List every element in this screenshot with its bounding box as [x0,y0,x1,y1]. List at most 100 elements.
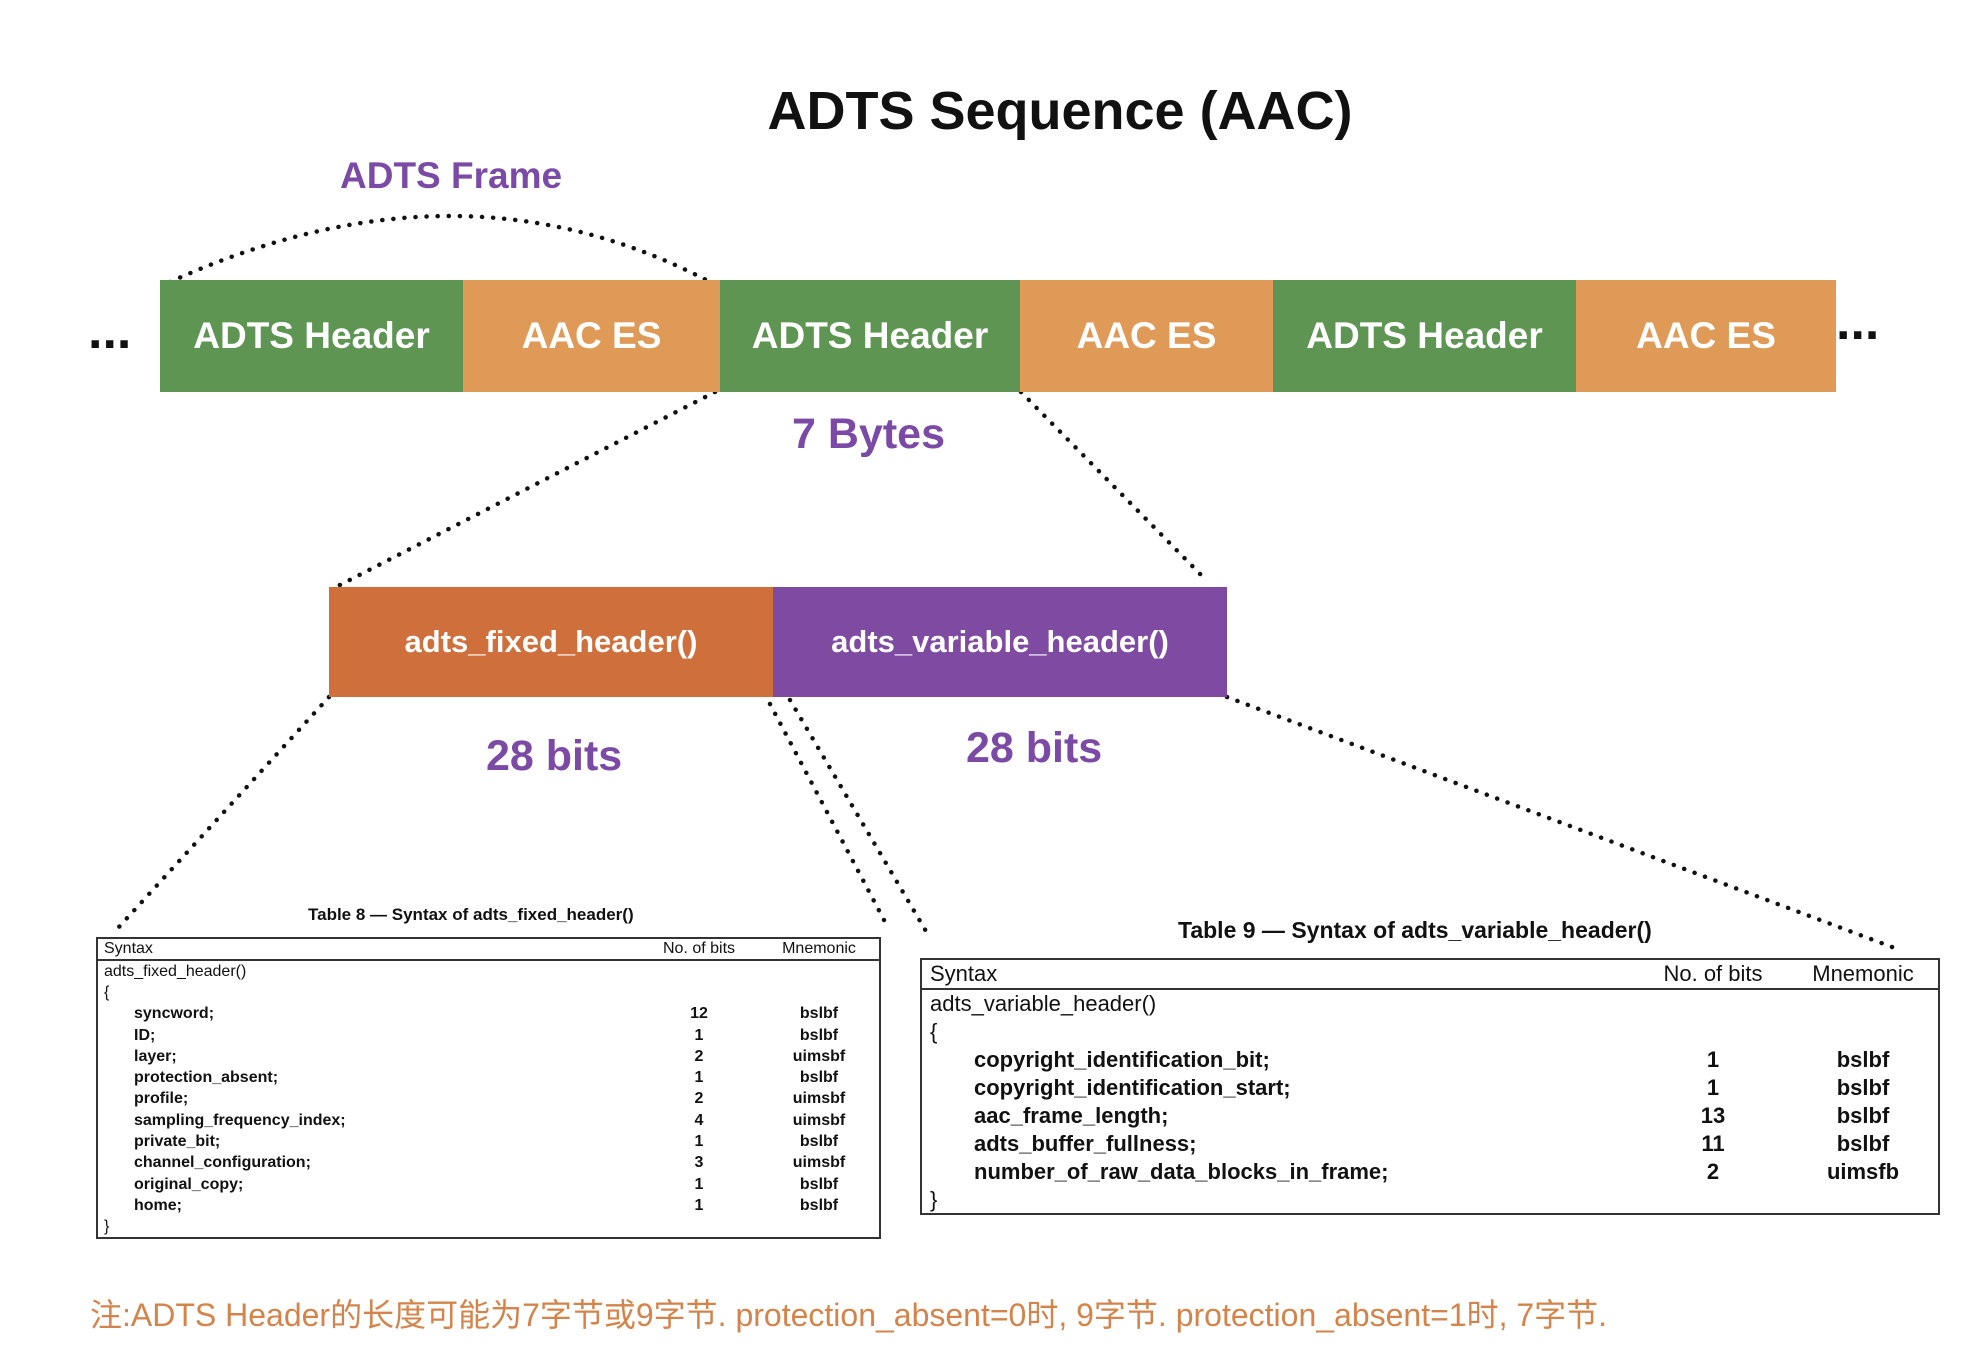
syntax-open-brace: { [930,1019,938,1044]
fixed-header-block: adts_fixed_header() [329,587,773,697]
variable-header-block: adts_variable_header() [773,587,1227,697]
variable-header-bits-label: 28 bits [966,724,1103,772]
table-row: adts_fixed_header() [98,961,879,982]
field-name: private_bit; [134,1133,221,1151]
adts-frame-label: ADTS Frame [340,155,563,196]
header-split-bar: adts_fixed_header() adts_variable_header… [329,587,1227,697]
field-mnemonic: uimsbf [792,1111,846,1129]
field-name: home; [134,1196,182,1214]
field-bits: 4 [694,1111,704,1129]
field-name: profile; [134,1090,189,1108]
field-bits: 12 [690,1005,708,1023]
field-bits: 1 [694,1069,704,1087]
syntax-function: adts_variable_header() [930,991,1157,1016]
table-row: adts_buffer_fullness; 11 bslbf [922,1130,1938,1158]
zoom-line-left [333,389,718,590]
variable-table-caption: Table 9 — Syntax of adts_variable_header… [1178,917,1652,943]
table-row: copyright_identification_bit; 1 bslbf [922,1046,1938,1074]
sequence-segment-adts-header: ADTS Header [720,280,1020,392]
table-row: syncword; 12 bslbf [98,1004,879,1025]
field-name: sampling_frequency_index; [134,1111,346,1129]
field-name: copyright_identification_start; [974,1075,1291,1100]
column-header-mnemonic: Mnemonic [782,940,856,957]
field-mnemonic: bslbf [1836,1131,1890,1156]
field-name: ID; [134,1026,156,1044]
field-name: syncword; [134,1005,215,1023]
table-row: } [922,1186,1938,1214]
fixed-table-caption: Table 8 — Syntax of adts_fixed_header() [308,905,634,924]
field-name: layer; [134,1047,177,1065]
column-header-syntax: Syntax [104,940,153,957]
table-row: profile; 2 uimsbf [98,1089,879,1110]
field-mnemonic: bslbf [799,1196,839,1214]
field-name: protection_absent; [134,1069,279,1087]
field-bits: 1 [694,1026,704,1044]
syntax-open-brace: { [104,983,110,1001]
frame-bracket-arc [167,213,713,285]
fixed-header-syntax-table: Syntax No. of bits Mnemonic adts_fixed_h… [96,937,881,1239]
field-bits: 13 [1700,1103,1726,1128]
column-header-mnemonic: Mnemonic [1812,961,1914,986]
field-mnemonic: uimsbf [792,1090,846,1108]
table-row: aac_frame_length; 13 bslbf [922,1102,1938,1130]
syntax-close-brace: } [930,1187,938,1212]
sequence-segment-adts-header: ADTS Header [160,280,463,392]
table-row: channel_configuration; 3 uimsbf [98,1153,879,1174]
field-bits: 2 [694,1047,704,1065]
table-row: number_of_raw_data_blocks_in_frame; 2 ui… [922,1158,1938,1186]
variable-header-syntax-table: Syntax No. of bits Mnemonic adts_variabl… [920,958,1940,1215]
field-bits: 3 [694,1154,704,1172]
footnote: 注:ADTS Header的长度可能为7字节或9字节. protection_a… [90,1297,1608,1333]
field-name: number_of_raw_data_blocks_in_frame; [974,1159,1389,1184]
variable-table-line-right [1224,694,1903,953]
adts-sequence-bar: ADTS Header AAC ES ADTS Header AAC ES AD… [160,280,1836,392]
field-mnemonic: uimsbf [792,1154,846,1172]
field-mnemonic: bslbf [1836,1047,1890,1072]
field-mnemonic: bslbf [1836,1103,1890,1128]
sequence-ellipsis-right: ... [1836,293,1880,351]
table-row: protection_absent; 1 bslbf [98,1067,879,1088]
field-name: channel_configuration; [134,1154,311,1172]
field-bits: 1 [694,1196,704,1214]
table-row: sampling_frequency_index; 4 uimsbf [98,1110,879,1131]
field-bits: 1 [694,1133,704,1151]
field-bits: 1 [1706,1047,1720,1072]
zoom-line-right [1018,389,1209,583]
header-size-label: 7 Bytes [792,410,945,458]
sequence-segment-aac-es: AAC ES [1576,280,1836,392]
field-mnemonic: bslbf [799,1005,839,1023]
column-header-bits: No. of bits [1663,961,1763,986]
table-row: private_bit; 1 bslbf [98,1131,879,1152]
field-mnemonic: bslbf [799,1026,839,1044]
page-title: ADTS Sequence (AAC) [767,81,1353,141]
field-mnemonic: bslbf [799,1133,839,1151]
sequence-segment-adts-header: ADTS Header [1273,280,1576,392]
variable-table-line-left [787,697,933,941]
field-mnemonic: bslbf [799,1069,839,1087]
fixed-header-bits-label: 28 bits [486,732,623,780]
table-row: original_copy; 1 bslbf [98,1174,879,1195]
table-row: home; 1 bslbf [98,1195,879,1216]
column-header-syntax: Syntax [930,961,998,986]
field-bits: 1 [1706,1075,1720,1100]
syntax-close-brace: } [104,1218,110,1236]
field-name: copyright_identification_bit; [974,1047,1270,1072]
table-header-row: Syntax No. of bits Mnemonic [922,960,1938,990]
field-name: aac_frame_length; [974,1103,1169,1128]
field-name: original_copy; [134,1175,244,1193]
column-header-bits: No. of bits [662,940,736,957]
fixed-table-line-left [115,694,332,931]
field-bits: 1 [694,1175,704,1193]
field-bits: 11 [1701,1131,1725,1156]
field-mnemonic: uimsbf [792,1047,846,1065]
table-row: layer; 2 uimsbf [98,1046,879,1067]
table-header-row: Syntax No. of bits Mnemonic [98,939,879,961]
field-bits: 2 [1706,1159,1720,1184]
fixed-table-line-right [767,701,887,923]
table-row: } [98,1217,879,1238]
table-row: { [922,1018,1938,1046]
table-row: { [98,982,879,1003]
sequence-segment-aac-es: AAC ES [1020,280,1273,392]
sequence-segment-aac-es: AAC ES [463,280,720,392]
field-mnemonic: bslbf [799,1175,839,1193]
